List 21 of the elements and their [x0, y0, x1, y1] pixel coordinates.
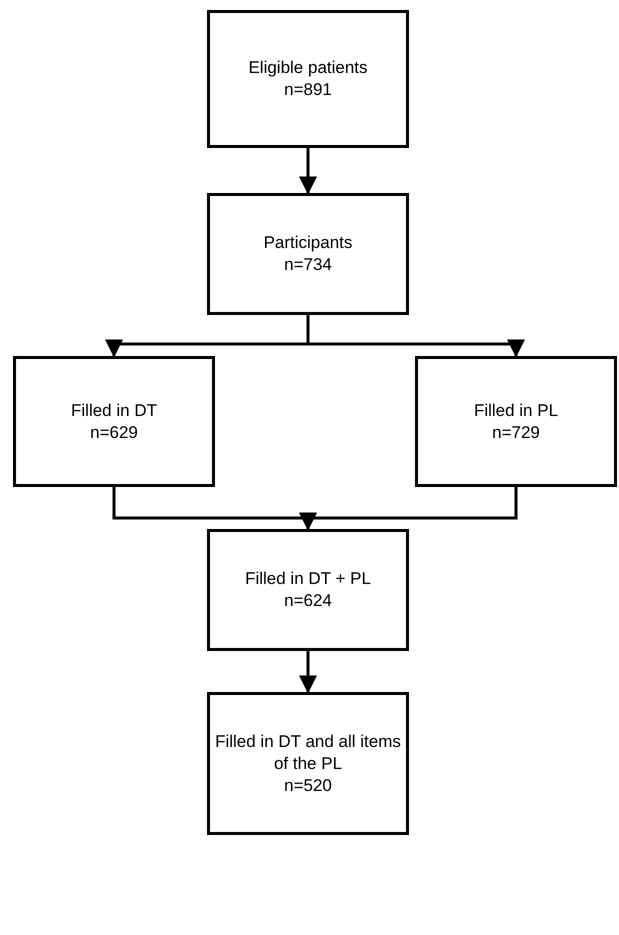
box-title: Participants [264, 232, 352, 254]
arrow [299, 487, 518, 530]
box-title: Filled in PL [474, 400, 558, 422]
count-text: n=729 [492, 422, 540, 444]
count-text: n=629 [90, 422, 138, 444]
process-box [207, 10, 409, 148]
process-box [207, 692, 409, 835]
box-title: Filled in DT + PL [245, 568, 371, 590]
count-text: n=520 [284, 774, 332, 796]
process-box [207, 193, 409, 315]
process-box [13, 356, 215, 487]
process-box [207, 529, 409, 651]
box-title: Filled in DT [71, 400, 157, 422]
process-box [415, 356, 617, 487]
arrow [306, 315, 525, 358]
count-text: n=891 [284, 79, 332, 101]
arrow [299, 651, 317, 694]
arrow [299, 148, 317, 194]
box-title: Eligible patients [248, 57, 368, 79]
count-text: n=624 [284, 590, 332, 612]
count-text: n=734 [284, 254, 332, 276]
